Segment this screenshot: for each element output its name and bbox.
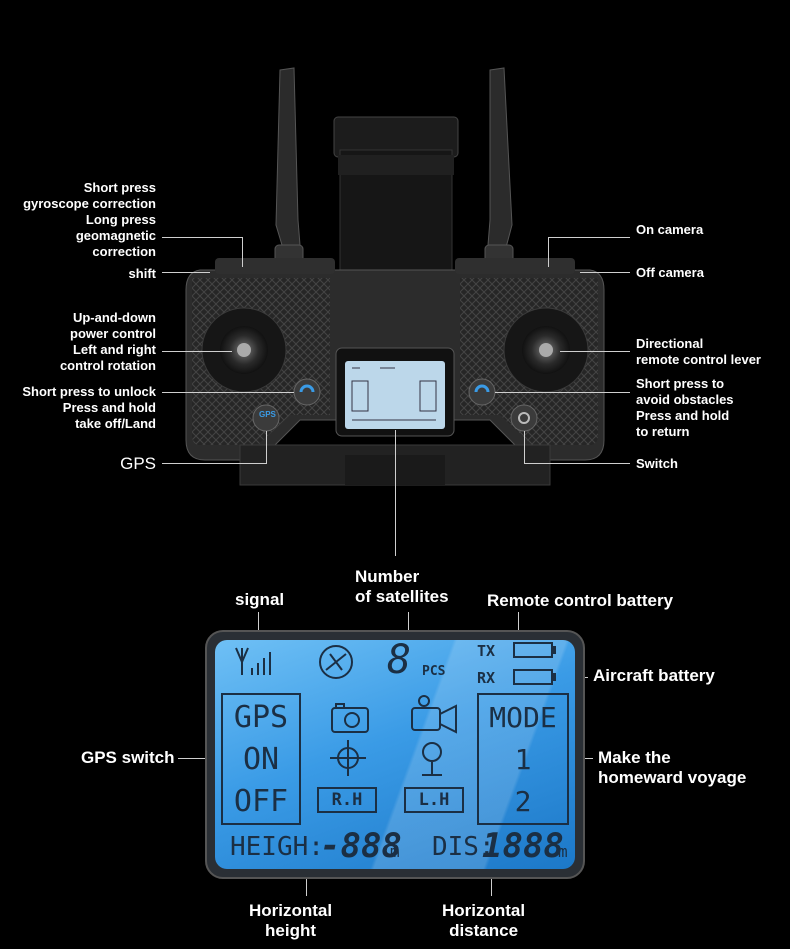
leader-line	[408, 612, 409, 638]
gps-label: GPS	[120, 454, 156, 473]
leader-line	[162, 351, 232, 352]
unlock-button	[293, 378, 321, 406]
leader-line	[162, 392, 294, 393]
leader-line	[162, 463, 266, 464]
off-camera-label: Off camera	[636, 265, 704, 280]
sat-count: 8	[387, 637, 412, 683]
drone-icon	[330, 740, 366, 776]
rh-label: R.H	[331, 790, 363, 810]
lcd-panel	[205, 630, 585, 879]
distance-callout: Horizontal distance	[442, 901, 526, 940]
leader-line	[162, 237, 242, 238]
leader-line	[258, 612, 259, 638]
rx-label: RX	[477, 669, 496, 687]
gps-switch-text: GPS ON OFF	[233, 700, 289, 819]
return-label: Short press to avoid obstacles Press and…	[636, 376, 734, 439]
height-value: -888	[320, 826, 402, 866]
switch-button	[510, 404, 538, 432]
satellites-callout: Number of satellites	[355, 567, 449, 606]
video-camera-icon	[411, 695, 457, 734]
right-stick	[503, 307, 589, 393]
leader-line	[162, 272, 210, 273]
leader-line	[266, 431, 267, 464]
leader-line	[548, 237, 630, 238]
lh-box	[404, 787, 464, 813]
lh-label: L.H	[418, 790, 450, 810]
leader-line	[306, 872, 307, 896]
gps-switch-callout: GPS switch	[81, 748, 175, 767]
controller-lcd-preview	[335, 347, 455, 437]
tx-label: TX	[477, 642, 496, 660]
camera-icon	[331, 703, 369, 733]
return-button	[468, 378, 496, 406]
height-callout: Horizontal height	[249, 901, 333, 940]
leader-line	[495, 392, 630, 393]
leader-line	[491, 872, 492, 896]
mode-text: MODE 1 2	[489, 701, 557, 818]
leader-line	[524, 431, 525, 464]
rc-battery-icon	[513, 642, 556, 658]
signal-icon	[235, 647, 271, 675]
pcs-label: PCS	[422, 664, 446, 679]
directional-label: Directional remote control lever	[636, 336, 761, 367]
rh-box	[317, 787, 377, 813]
leader-line	[395, 430, 396, 556]
leader-line	[242, 237, 243, 267]
signal-callout: signal	[235, 590, 285, 609]
unlock-label: Short press to unlock Press and hold tak…	[22, 384, 156, 431]
leader-line	[580, 272, 630, 273]
leader-line	[548, 237, 549, 267]
mode-box	[477, 693, 569, 825]
aircraft-battery-callout: Aircraft battery	[593, 666, 715, 685]
rc-battery-callout: Remote control battery	[487, 591, 674, 610]
switch-label: Switch	[636, 456, 678, 471]
lcd-screen	[215, 640, 575, 869]
dis-unit: m	[558, 842, 568, 861]
height-unit: m	[390, 842, 400, 861]
leader-line	[524, 463, 630, 464]
shift-label: shift	[128, 266, 156, 281]
leader-line	[518, 612, 519, 638]
dis-label: DIS:	[432, 832, 495, 862]
height-label: HEIGH:	[230, 832, 324, 862]
left-stick	[201, 307, 287, 393]
updown-label: Up-and-down power control Left and right…	[59, 310, 156, 373]
controller-illustration	[185, 67, 605, 486]
aircraft-battery-icon	[513, 669, 556, 685]
dis-value: 1888	[482, 826, 564, 866]
leader-line	[178, 758, 210, 759]
gps-button-label: GPS	[259, 410, 276, 419]
satellite-icon	[319, 645, 353, 679]
gyro-label: Short press gyroscope correction Long pr…	[23, 180, 156, 259]
leader-line	[560, 351, 630, 352]
home-location-icon	[422, 742, 442, 776]
glare	[355, 640, 575, 869]
on-camera-label: On camera	[636, 222, 704, 237]
gps-switch-box	[221, 693, 301, 825]
homeward-callout: Make the homeward voyage	[598, 748, 747, 787]
